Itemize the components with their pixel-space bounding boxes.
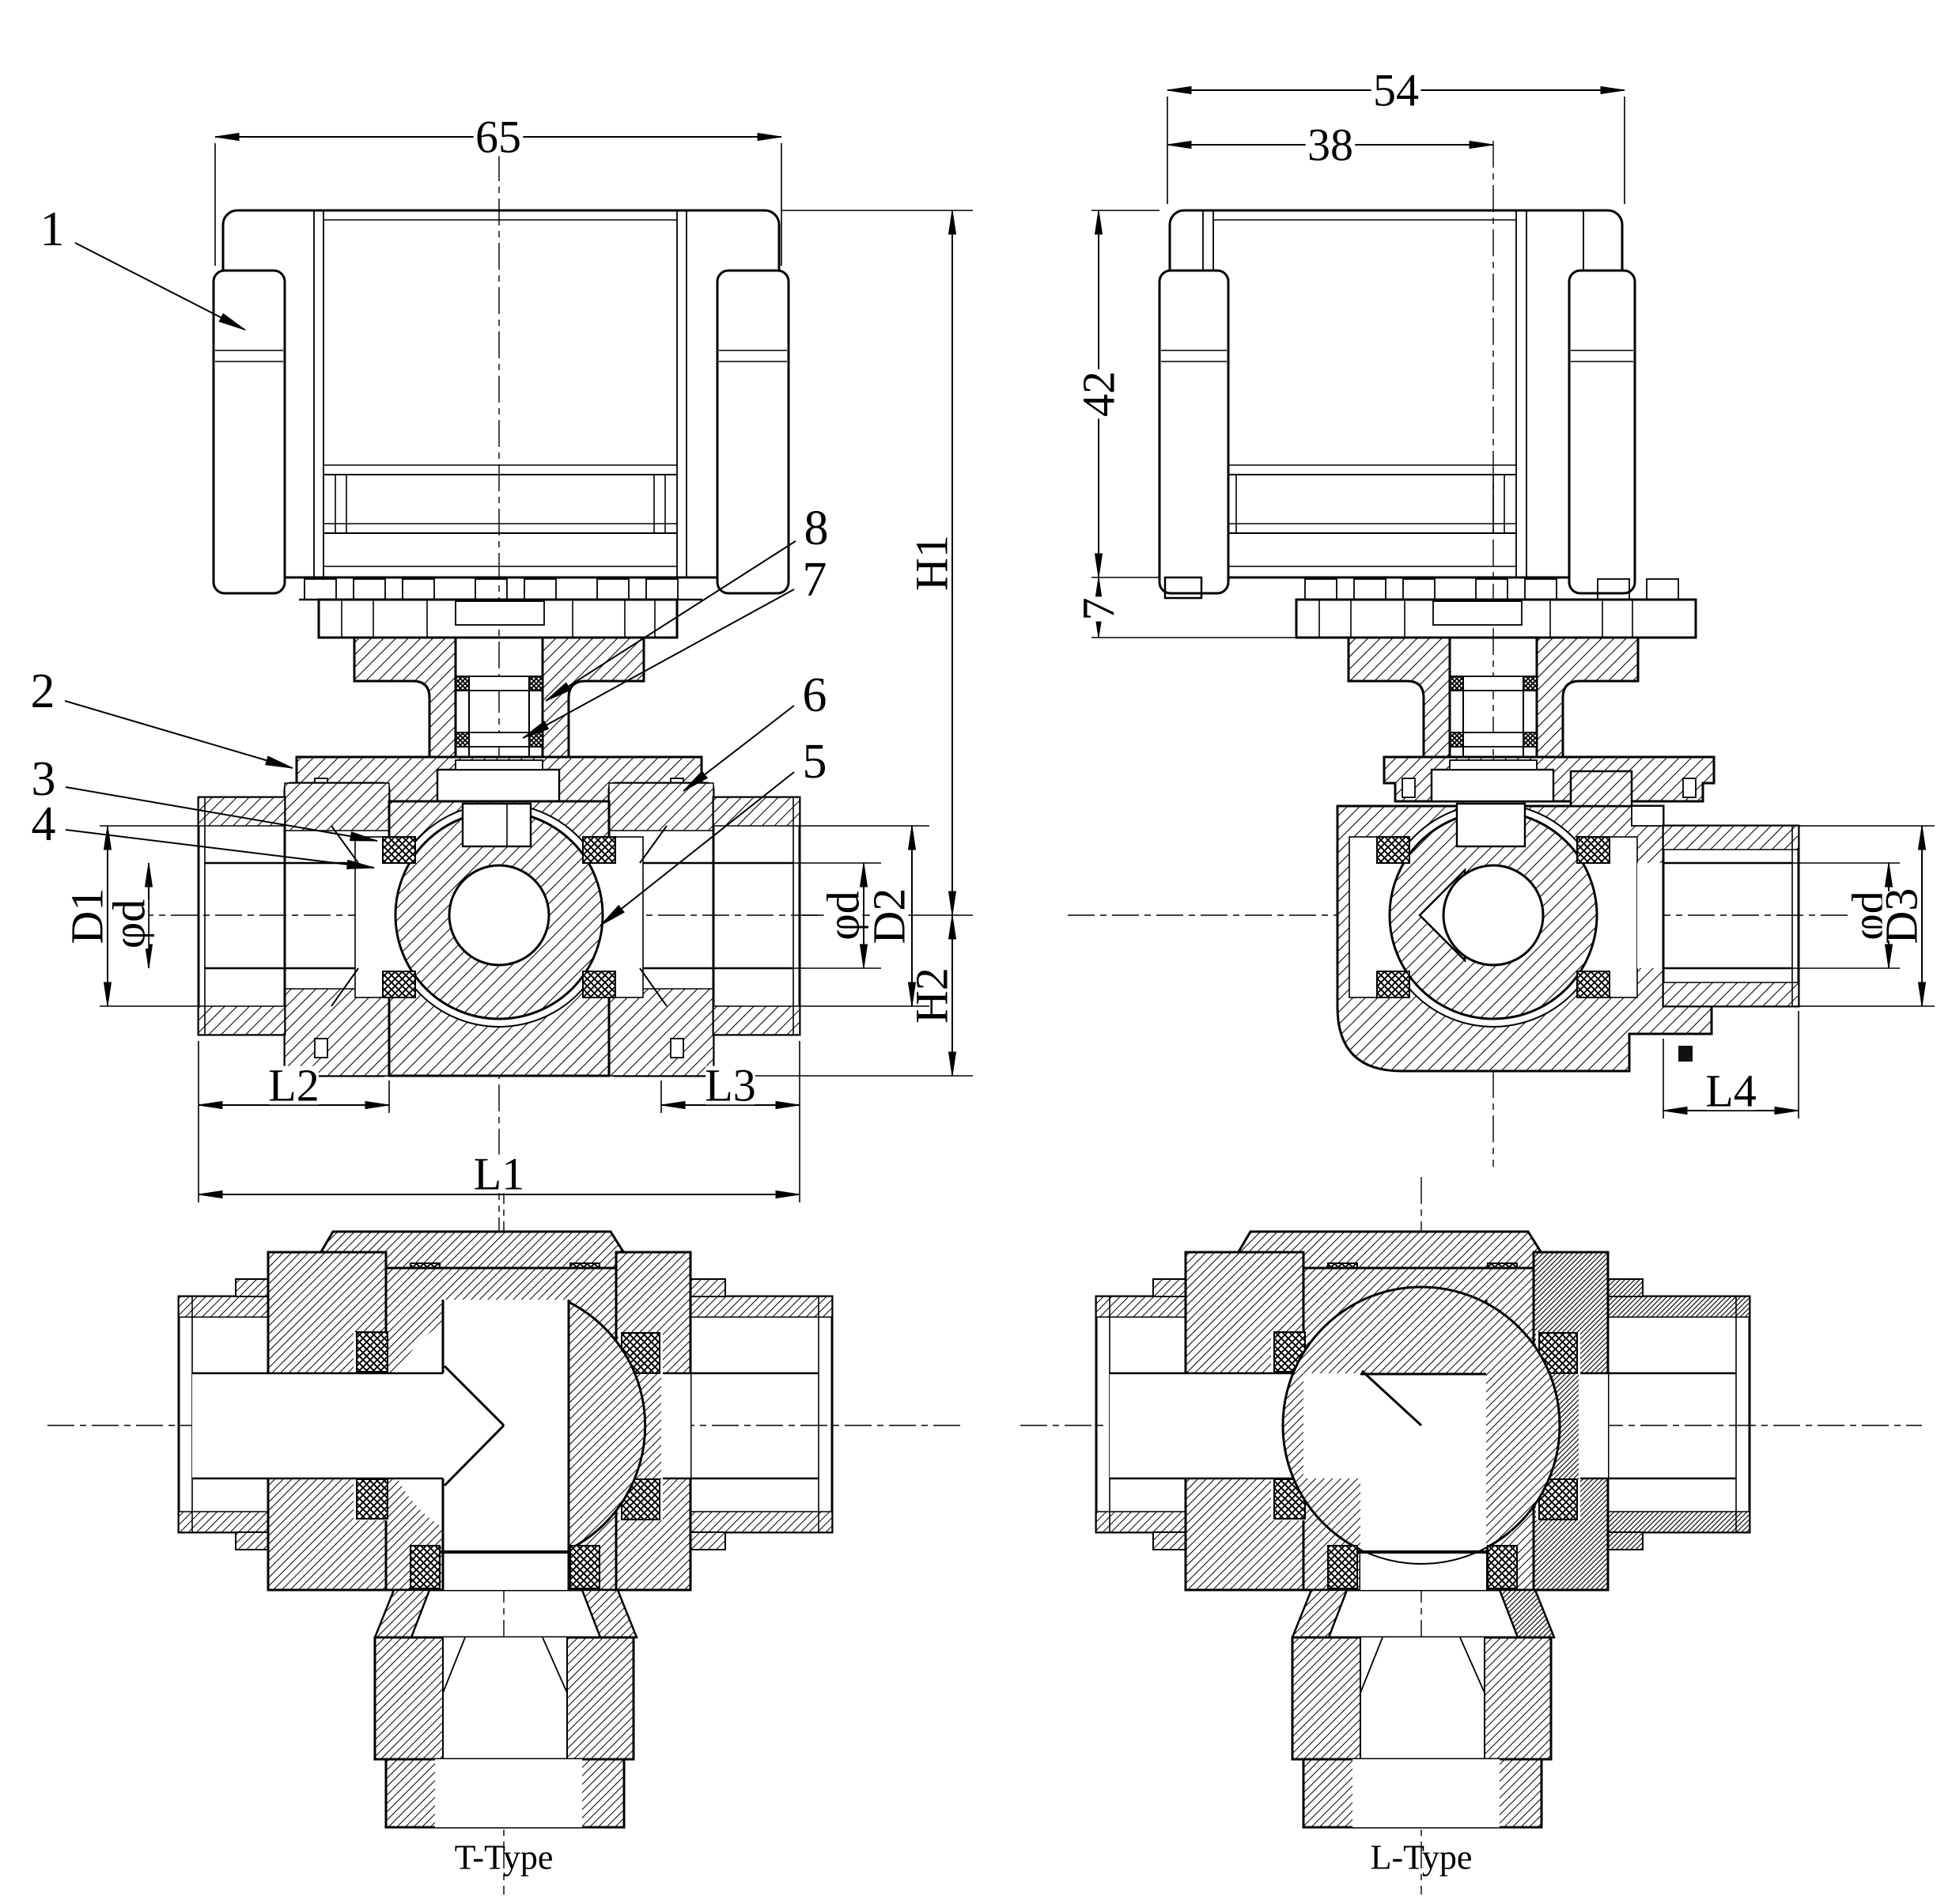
svg-text:5: 5 xyxy=(803,735,827,789)
svg-text:6: 6 xyxy=(803,668,827,722)
svg-text:φd: φd xyxy=(104,899,155,948)
svg-text:8: 8 xyxy=(804,502,829,555)
svg-text:D1: D1 xyxy=(62,888,113,944)
svg-text:L4: L4 xyxy=(1705,1066,1756,1117)
svg-text:65: 65 xyxy=(475,112,521,163)
svg-text:42: 42 xyxy=(1073,371,1125,417)
svg-text:7: 7 xyxy=(803,553,827,607)
svg-text:7: 7 xyxy=(1073,598,1125,621)
svg-text:38: 38 xyxy=(1307,119,1353,171)
svg-text:2: 2 xyxy=(31,664,55,718)
svg-text:φd: φd xyxy=(818,891,869,940)
svg-text:L3: L3 xyxy=(705,1060,755,1111)
svg-text:H1: H1 xyxy=(906,535,958,591)
svg-text:4: 4 xyxy=(32,797,56,851)
svg-text:L1: L1 xyxy=(474,1149,524,1200)
svg-text:L-Type: L-Type xyxy=(1371,1838,1473,1877)
svg-text:H2: H2 xyxy=(906,967,958,1024)
svg-text:3: 3 xyxy=(32,752,56,806)
svg-text:L2: L2 xyxy=(268,1060,319,1111)
svg-text:1: 1 xyxy=(40,203,65,256)
svg-text:T-Type: T-Type xyxy=(455,1838,554,1877)
svg-text:D2: D2 xyxy=(864,888,915,944)
svg-text:D3: D3 xyxy=(1876,888,1927,944)
svg-text:54: 54 xyxy=(1373,65,1419,116)
